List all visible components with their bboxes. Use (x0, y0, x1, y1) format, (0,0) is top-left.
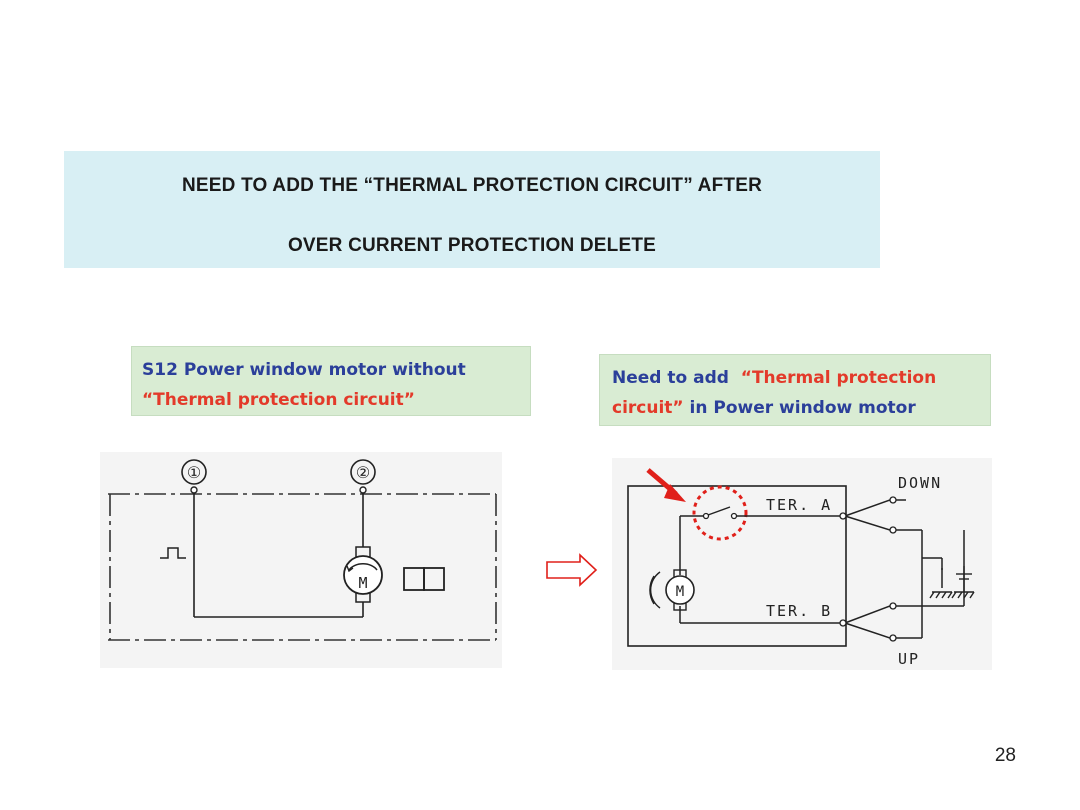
title-line-1: NEED TO ADD THE “THERMAL PROTECTION CIRC… (182, 175, 762, 196)
ground-icon (929, 591, 953, 599)
red-pointer-arrow-icon (646, 468, 686, 502)
motor-icon: M (649, 569, 695, 611)
connector-box-icon (403, 567, 445, 591)
left-circuit-diagram: ① ② M (100, 452, 502, 668)
right-motor-label: M (676, 584, 684, 600)
right-caption: Need to add “Thermal protection circuit”… (599, 354, 991, 426)
terminal-2-label: ② (356, 463, 370, 482)
right-caption-circuit: circuit” (612, 398, 684, 418)
right-caption-line-2: circuit” in Power window motor (612, 393, 990, 423)
right-caption-line-1: Need to add “Thermal protection (612, 363, 990, 393)
terminal-2: ② (350, 459, 376, 494)
terminal-1-label: ① (187, 463, 201, 482)
left-caption-line-2: “Thermal protection circuit” (142, 390, 415, 410)
down-label: DOWN (898, 474, 942, 492)
right-circuit-diagram: M TER. A TER. B DOWN UP (612, 458, 992, 670)
thermal-switch-icon (692, 485, 748, 541)
right-caption-rest: in Power window motor (683, 398, 916, 418)
page-number: 28 (994, 745, 1016, 766)
left-caption-line-1: S12 Power window motor without (142, 360, 466, 380)
up-label: UP (898, 650, 920, 668)
right-caption-thermal: “Thermal protection (740, 368, 937, 388)
motor-icon: M (343, 546, 383, 603)
left-motor-label: M (358, 574, 367, 592)
pulse-icon (160, 547, 186, 559)
battery-ground-icon (951, 566, 975, 599)
ter-a-label: TER. A (766, 496, 832, 514)
ter-b-label: TER. B (766, 602, 832, 620)
title-banner: NEED TO ADD THE “THERMAL PROTECTION CIRC… (64, 151, 880, 268)
left-caption: S12 Power window motor without “Thermal … (131, 346, 531, 416)
right-caption-need-to-add: Need to add (612, 368, 729, 388)
title-line-2: OVER CURRENT PROTECTION DELETE (287, 235, 657, 256)
right-arrow-icon (546, 553, 598, 587)
